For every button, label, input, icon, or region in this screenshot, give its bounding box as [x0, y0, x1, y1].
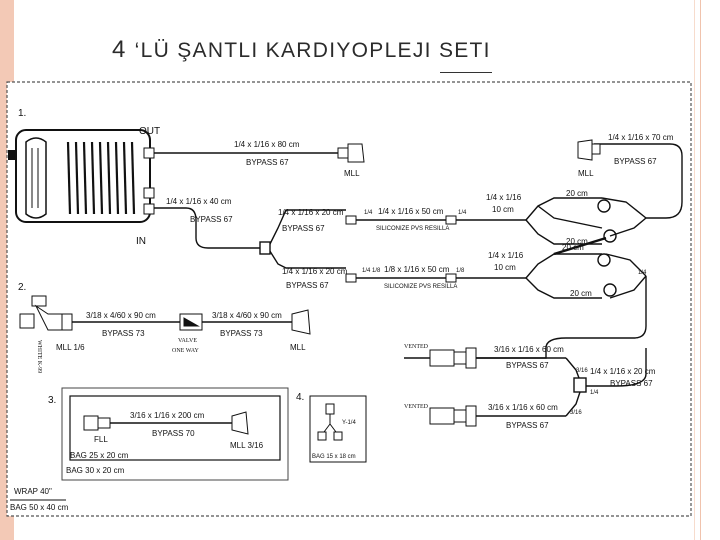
- label-vented-bypass-a: BYPASS 67: [506, 361, 549, 370]
- label-vented-tube-b: 3/16 x 1/16 x 60 cm: [488, 403, 558, 412]
- label-s2-bypass-b: BYPASS 73: [220, 329, 263, 338]
- vented-connector-a: [429, 347, 477, 369]
- label-bypass-top: BYPASS 67: [246, 158, 289, 167]
- slide-number: 4: [112, 36, 127, 63]
- label-vented-bypass-c: BYPASS 67: [610, 379, 653, 388]
- label-mll-16: MLL 1/6: [56, 343, 85, 352]
- label-bypass-right: BYPASS 67: [614, 157, 657, 166]
- label-20cm-b: 20 cm: [566, 237, 588, 246]
- s4-bag-box: [309, 395, 367, 463]
- label-bag-outer: BAG 30 x 20 cm: [66, 466, 125, 475]
- right-decorative-line: [700, 0, 701, 540]
- label-silicone-low: SILICONIZE PVS RESILLA: [384, 284, 457, 290]
- label-s3-mll: MLL 3/16: [230, 441, 264, 450]
- label-wrap: WRAP 40": [14, 487, 52, 496]
- label-vented-a: VENTED: [404, 344, 429, 350]
- section-number-4: 4.: [296, 392, 304, 403]
- cardioplegia-set-diagram: 1. 2. 3. 4. OUT IN 1/4 x 1/16 x 80 cm BY…: [6, 81, 692, 517]
- slide-title: 4 ‘LÜ ŞANTLI KARDIYOPLEJI SETI: [112, 36, 491, 64]
- label-vented-tube-a: 3/16 x 1/16 x 60 cm: [494, 345, 564, 354]
- y-quarter-part: [317, 403, 343, 441]
- label-q3: 3/16: [570, 410, 582, 416]
- label-q2: 1/4: [590, 390, 599, 396]
- mll-connector-s2: [291, 309, 311, 335]
- label-tube-up-mid: 1/4 x 1/16 x 50 cm: [378, 207, 444, 216]
- label-tube-up: 1/4 x 1/16 x 20 cm: [278, 208, 344, 217]
- label-20cm-a: 20 cm: [566, 189, 588, 198]
- label-s3-bypass: BYPASS 70: [152, 429, 195, 438]
- label-valve: VALVE: [178, 338, 197, 344]
- label-bypass-in: BYPASS 67: [190, 215, 233, 224]
- label-s2-tube-b: 3/18 x 4/60 x 90 cm: [212, 311, 282, 320]
- label-quarter-c: 1/4: [362, 268, 371, 274]
- label-s4-bag: BAG 15 x 18 cm: [312, 454, 356, 460]
- label-eighth-b: 1/8: [456, 268, 465, 274]
- label-in: IN: [136, 236, 146, 247]
- label-tube-low-right: 1/4 x 1/16: [488, 251, 524, 260]
- label-mll-top: MLL: [344, 169, 360, 178]
- label-quarter-d: 1/4: [638, 270, 647, 276]
- mll-connector-right: [577, 139, 601, 161]
- label-vented-tube-c: 1/4 x 1/16 x 20 cm: [590, 367, 656, 376]
- mll-connector-top: [337, 143, 365, 163]
- label-silicone-up: SILICONIZE PVS RESILLA: [376, 226, 449, 232]
- label-bypass-low: BYPASS 67: [286, 281, 329, 290]
- one-way-valve: [179, 313, 203, 331]
- label-bag-inner: BAG 25 x 20 cm: [70, 451, 129, 460]
- label-tube-low: 1/4 x 1/16 x 20 cm: [282, 267, 348, 276]
- fll-connector: [83, 415, 111, 431]
- label-tube-top: 1/4 x 1/16 x 80 cm: [234, 140, 300, 149]
- label-white-cap: WHITE K-99: [36, 340, 42, 373]
- label-fll: FLL: [94, 435, 108, 444]
- return-line: [404, 276, 647, 359]
- label-bag-main: BAG 50 x 40 cm: [10, 503, 69, 512]
- slide-title-text: ‘LÜ ŞANTLI KARDIYOPLEJI SETI: [134, 39, 491, 62]
- section-number-3: 3.: [48, 395, 56, 406]
- right-decorative-line-inner: [694, 0, 695, 540]
- y-connector-vented: [565, 348, 647, 417]
- lower-fitting-1: [345, 273, 357, 283]
- label-vented-bypass-b: BYPASS 67: [506, 421, 549, 430]
- mll-connector-s3: [231, 411, 249, 435]
- label-bypass-up: BYPASS 67: [282, 224, 325, 233]
- label-tube-low-mid: 1/8 x 1/16 x 50 cm: [384, 265, 450, 274]
- vented-connector-b: [429, 405, 477, 427]
- label-quarter-a: 1/4: [364, 210, 373, 216]
- upper-fitting-2: [445, 215, 457, 225]
- manifold-upper: [525, 197, 647, 245]
- label-eighth-a: 1/8: [372, 268, 381, 274]
- lower-fitting-2: [445, 273, 457, 283]
- label-s2-mll: MLL: [290, 343, 306, 352]
- upper-fitting-1: [345, 215, 357, 225]
- right-loop-line: [594, 143, 683, 219]
- label-s3-tube: 3/16 x 1/16 x 200 cm: [130, 411, 205, 420]
- section-number-1: 1.: [18, 108, 26, 119]
- label-tube-low-right-2: 10 cm: [494, 263, 516, 272]
- label-quarter-b: 1/4: [458, 210, 467, 216]
- label-20cm-c: 20 cm: [562, 243, 584, 252]
- label-tube-up-right-2: 10 cm: [492, 205, 514, 214]
- label-20cm-d: 20 cm: [570, 289, 592, 298]
- label-one-way: ONE WAY: [172, 348, 200, 354]
- label-s2-tube-a: 3/18 x 4/60 x 90 cm: [86, 311, 156, 320]
- label-out: OUT: [139, 126, 160, 137]
- manifold-lower: [525, 236, 647, 299]
- y-connector-left: [259, 209, 346, 269]
- label-mll-right: MLL: [578, 169, 594, 178]
- label-right-top: 1/4 x 1/16 x 70 cm: [608, 133, 674, 142]
- label-s2-bypass-a: BYPASS 73: [102, 329, 145, 338]
- label-s4-part: Y-1/4: [342, 420, 356, 426]
- label-tube-in: 1/4 x 1/16 x 40 cm: [166, 197, 232, 206]
- reservoir-bag: [8, 129, 155, 223]
- section-number-2: 2.: [18, 282, 26, 293]
- label-q1: 3/16: [576, 368, 588, 374]
- tube-in-line: [154, 207, 268, 249]
- title-underline: [440, 72, 492, 73]
- white-cap-connector: [19, 295, 73, 331]
- label-vented-b: VENTED: [404, 404, 429, 410]
- label-tube-up-right: 1/4 x 1/16: [486, 193, 522, 202]
